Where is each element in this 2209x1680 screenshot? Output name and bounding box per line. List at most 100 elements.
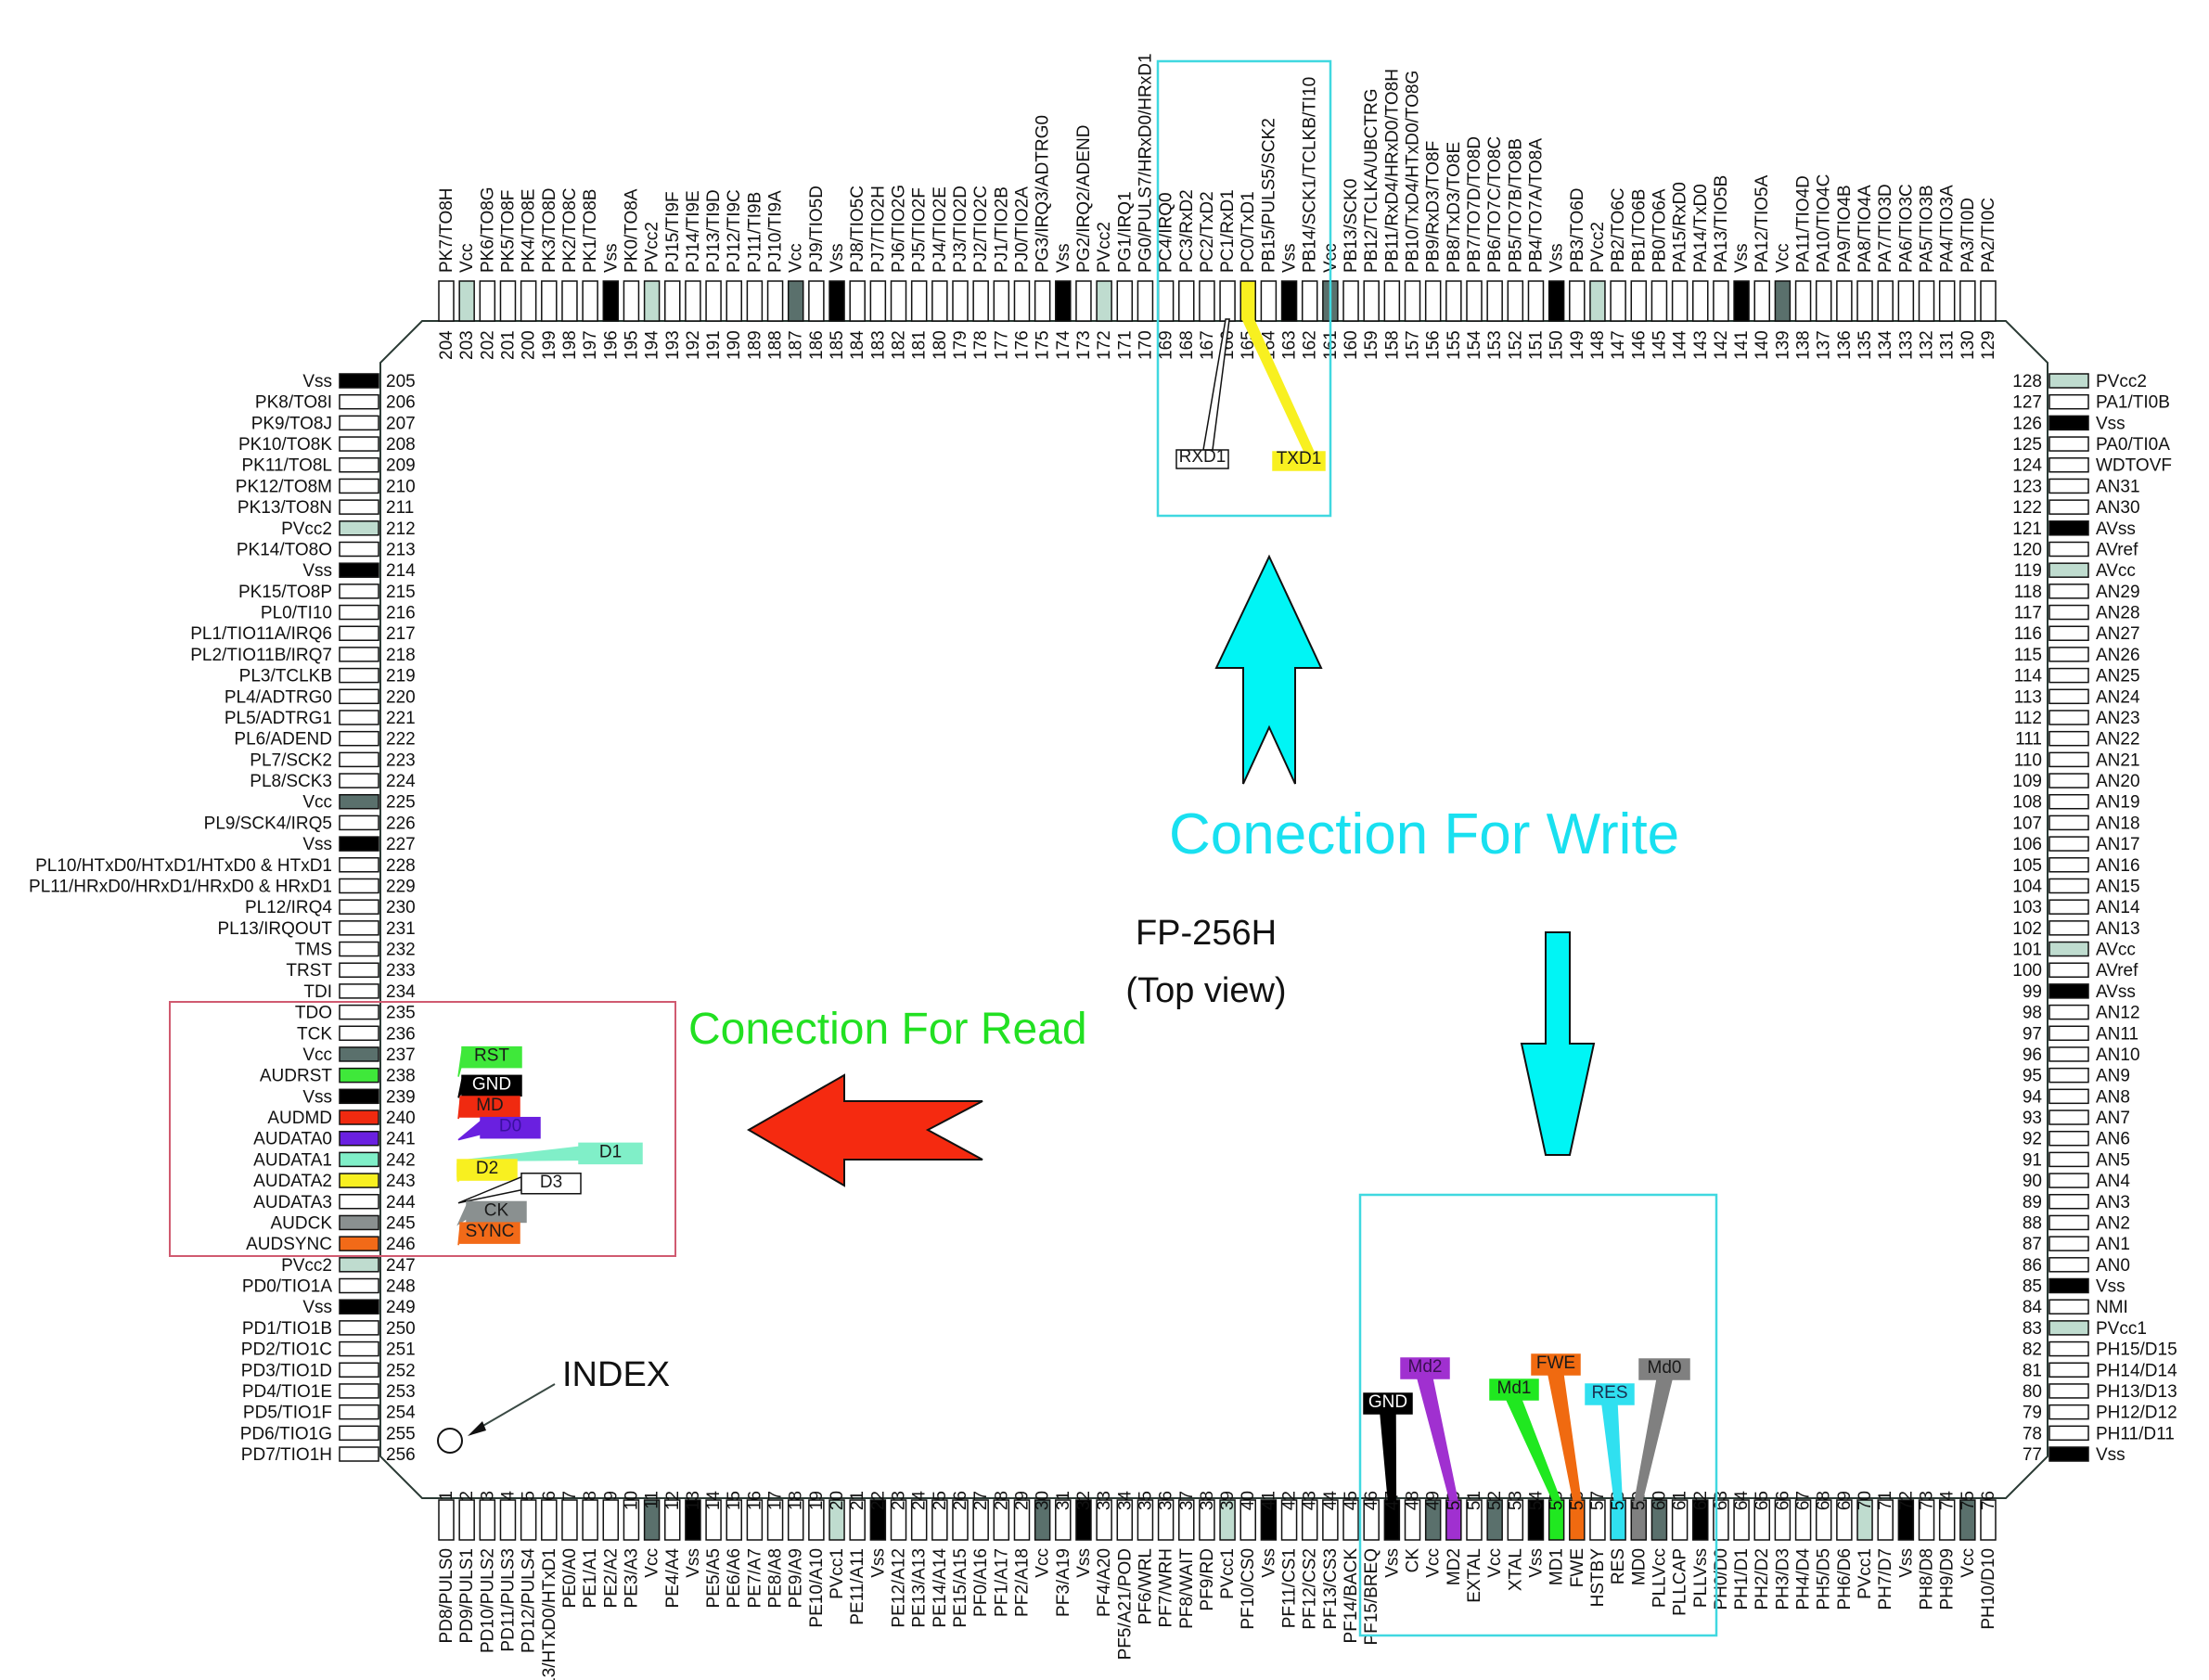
- pin-label: PL11/HRxD0/HRxD1/HRxD0 & HRxD1: [29, 877, 332, 896]
- pin-label: AUDATA1: [253, 1150, 332, 1170]
- pin-number: 32: [1074, 1491, 1094, 1510]
- pin-pad: [582, 1499, 598, 1541]
- pin-9: PE2/A29: [601, 1491, 621, 1608]
- pin-label: PE7/A7: [745, 1548, 764, 1608]
- pin-label: AUDATA0: [253, 1130, 332, 1149]
- pin-label: PL0/TI10: [261, 604, 332, 623]
- pin-label: PF7/WRH: [1157, 1548, 1176, 1628]
- pin-number: 72: [1896, 1491, 1916, 1510]
- pin-label: PD7/TIO1H: [241, 1445, 332, 1465]
- write-down-arrow-icon: [1520, 931, 1596, 1156]
- pin-number: 156: [1424, 330, 1444, 360]
- pin-number: 90: [2023, 1172, 2042, 1191]
- pin-number: 163: [1280, 330, 1300, 360]
- pin-pad: [1794, 280, 1812, 322]
- pin-pad: [339, 1067, 379, 1084]
- pin-pad: [1301, 1499, 1318, 1541]
- pin-number: 112: [2014, 709, 2042, 728]
- pin-number: 226: [386, 814, 416, 833]
- pin-number: 183: [868, 330, 888, 360]
- pin-pad: [1342, 280, 1359, 322]
- pin-label: PL2/TIO11B/IRQ7: [190, 646, 332, 665]
- pin-number: 100: [2012, 961, 2042, 981]
- pin-pad: [339, 899, 379, 915]
- pin-number: 154: [1465, 330, 1484, 360]
- pin-number: 249: [386, 1298, 416, 1317]
- pin-number: 39: [1218, 1491, 1238, 1510]
- pin-pad: [1342, 1499, 1359, 1541]
- pin-pad: [1733, 1499, 1750, 1541]
- pin-label: PLLCAP: [1671, 1548, 1690, 1616]
- pin-pad: [2048, 688, 2089, 705]
- pin-number: 184: [848, 330, 867, 360]
- pin-label: PD3/TIO1D: [241, 1361, 332, 1380]
- pin-pad: [705, 280, 722, 322]
- pin-pad: [726, 280, 742, 322]
- pin-pad: [1383, 280, 1401, 322]
- pin-label: Vss: [1382, 1548, 1402, 1578]
- pin-pad: [1589, 280, 1606, 322]
- pin-label: PF9/RD: [1198, 1548, 1217, 1611]
- pin-number: 41: [1259, 1491, 1278, 1510]
- pin-number: 98: [2023, 1004, 2042, 1023]
- pin-label: PA9/TIO4B: [1835, 185, 1855, 273]
- pin-number: 18: [787, 1491, 806, 1510]
- pin-label: PK13/TO8N: [238, 498, 332, 518]
- pin-pad: [1260, 1499, 1278, 1541]
- pin-number: 139: [1773, 330, 1792, 360]
- pin-number: 82: [2023, 1340, 2042, 1360]
- pin-label: PG0/PULS7/HRxD0/HRxD1: [1136, 53, 1155, 273]
- pin-pad: [520, 280, 537, 322]
- pin-label: AVcc: [2096, 941, 2136, 960]
- chip-body: [379, 320, 2048, 1499]
- pin-label: PL9/SCK4/IRQ5: [204, 814, 332, 833]
- callouts: RSTGNDMDD0D1D2D3CKSYNCGNDMd2Md1FWERESMd0…: [456, 318, 1690, 1501]
- pin-number: 122: [2012, 498, 2042, 518]
- pin-pad: [705, 1499, 722, 1541]
- pin-pad: [339, 941, 379, 957]
- callout-gnd: GND: [1363, 1392, 1413, 1501]
- pin-pad: [339, 962, 379, 978]
- pin-label: PK11/TO8L: [241, 456, 332, 476]
- pin-number: 210: [386, 477, 416, 496]
- pin-number: 13: [684, 1491, 703, 1510]
- pin-47: Vss47: [1382, 1491, 1402, 1578]
- pin-label: AN8: [2096, 1087, 2130, 1107]
- pin-label: PG2/IRQ2/ADEND: [1074, 125, 1094, 273]
- pin-number: 208: [386, 435, 416, 455]
- pin-pad: [2048, 415, 2089, 431]
- pin-pad: [1199, 280, 1215, 322]
- pin-label: PA6/TIO3C: [1896, 184, 1916, 273]
- pin-label: AVref: [2096, 961, 2138, 981]
- pin-pad: [339, 541, 379, 558]
- pin-pad: [339, 415, 379, 431]
- pin-label: PVcc2: [1095, 222, 1114, 273]
- pin-number: 52: [1485, 1491, 1505, 1510]
- pin-number: 219: [386, 667, 416, 686]
- pin-pad: [2048, 499, 2089, 515]
- pin-pad: [2048, 1383, 2089, 1399]
- pin-number: 75: [1959, 1491, 1978, 1510]
- callout-box: [459, 1222, 520, 1244]
- pins-right-side: PVcc2128PA1/TI0B127Vss126PA0/TI0A125WDTO…: [2012, 372, 2177, 1465]
- pin-pad: [2048, 773, 2089, 789]
- pin-label: PJ15/TI9F: [663, 191, 683, 273]
- pin-pad: [2048, 478, 2089, 494]
